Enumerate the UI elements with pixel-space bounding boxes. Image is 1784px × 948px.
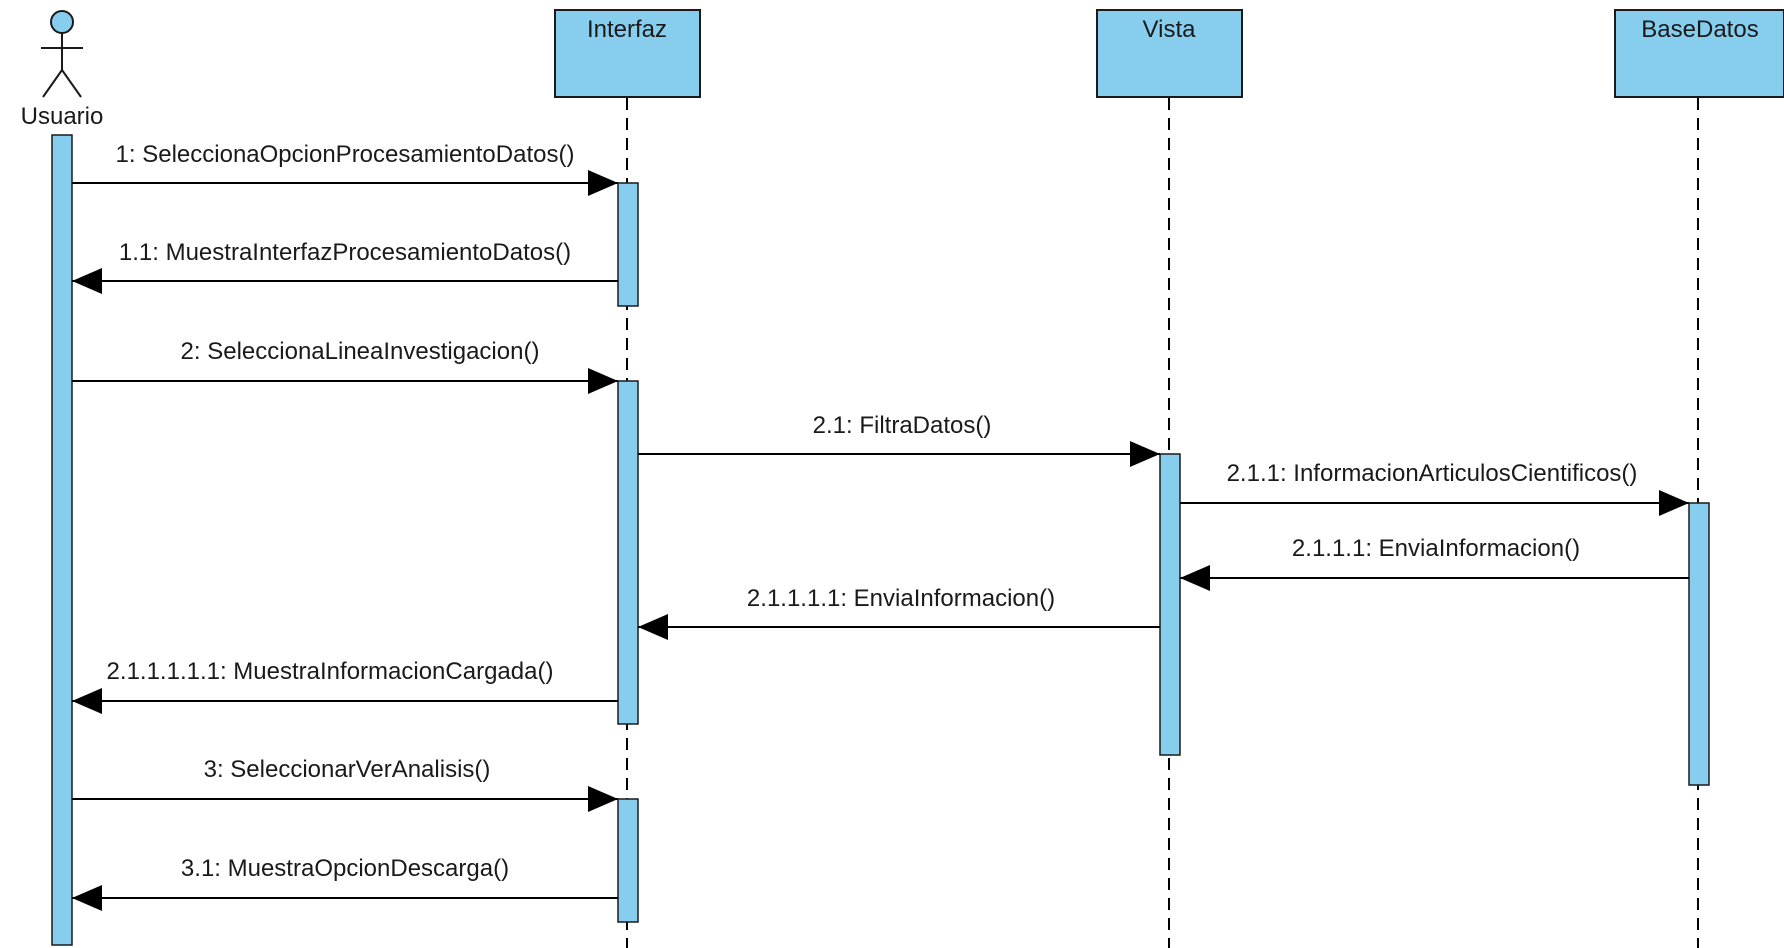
- message-2-1-1[interactable]: 2.1.1: InformacionArticulosCientificos(): [1180, 460, 1689, 516]
- message-3-label: 3: SeleccionarVerAnalisis(): [204, 756, 491, 783]
- lifeline-interfaz-label: Interfaz: [587, 16, 667, 43]
- message-1[interactable]: 1: SeleccionaOpcionProcesamientoDatos(): [72, 141, 618, 196]
- message-3[interactable]: 3: SeleccionarVerAnalisis(): [72, 756, 618, 812]
- arrowhead-right-icon: [588, 368, 618, 394]
- message-3-1-label: 3.1: MuestraOpcionDescarga(): [181, 855, 509, 882]
- arrowhead-left-icon: [638, 614, 668, 640]
- message-1-1-label: 1.1: MuestraInterfazProcesamientoDatos(): [119, 239, 571, 266]
- message-2-1-label: 2.1: FiltraDatos(): [813, 412, 992, 439]
- arrowhead-right-icon: [1659, 490, 1689, 516]
- activation-usuario: [51, 134, 73, 946]
- arrowhead-left-icon: [72, 885, 102, 911]
- activation-interfaz-3: [617, 798, 639, 923]
- arrowhead-left-icon: [1180, 565, 1210, 591]
- message-3-1[interactable]: 3.1: MuestraOpcionDescarga(): [72, 855, 618, 911]
- message-2-label: 2: SeleccionaLineaInvestigacion(): [181, 338, 540, 365]
- arrowhead-left-icon: [72, 688, 102, 714]
- message-2-1[interactable]: 2.1: FiltraDatos(): [638, 412, 1160, 467]
- actor-usuario[interactable]: Usuario: [21, 10, 104, 130]
- activation-basedatos: [1688, 502, 1710, 786]
- activation-interfaz-1: [617, 182, 639, 307]
- message-1-label: 1: SeleccionaOpcionProcesamientoDatos(): [116, 141, 575, 168]
- activation-interfaz-2: [617, 380, 639, 725]
- message-2-1-1-1-label: 2.1.1.1: EnviaInformacion(): [1292, 535, 1580, 562]
- stick-figure-actor-icon: [41, 10, 83, 98]
- arrowhead-right-icon: [588, 786, 618, 812]
- activation-vista: [1159, 453, 1181, 756]
- arrowhead-right-icon: [588, 170, 618, 196]
- message-2-1-1-1[interactable]: 2.1.1.1: EnviaInformacion(): [1180, 535, 1689, 591]
- message-2-1-1-label: 2.1.1: InformacionArticulosCientificos(): [1227, 460, 1638, 487]
- lifeline-vista-label: Vista: [1143, 16, 1197, 43]
- lifeline-head-vista[interactable]: Vista: [1096, 9, 1243, 98]
- message-1-1[interactable]: 1.1: MuestraInterfazProcesamientoDatos(): [72, 239, 618, 294]
- lifeline-head-interfaz[interactable]: Interfaz: [554, 9, 701, 98]
- message-2-1-1-1-1-1[interactable]: 2.1.1.1.1.1: MuestraInformacionCargada(): [72, 658, 618, 714]
- lifeline-head-basedatos[interactable]: BaseDatos: [1614, 9, 1784, 98]
- message-2-1-1-1-1-1-label: 2.1.1.1.1.1: MuestraInformacionCargada(): [107, 658, 554, 685]
- actor-name: Usuario: [21, 103, 104, 130]
- message-2-1-1-1-1[interactable]: 2.1.1.1.1: EnviaInformacion(): [638, 585, 1160, 640]
- arrowhead-left-icon: [72, 268, 102, 294]
- message-2[interactable]: 2: SeleccionaLineaInvestigacion(): [72, 338, 618, 394]
- lifeline-basedatos-label: BaseDatos: [1641, 16, 1758, 43]
- arrowhead-right-icon: [1130, 441, 1160, 467]
- message-2-1-1-1-1-label: 2.1.1.1.1: EnviaInformacion(): [747, 585, 1055, 612]
